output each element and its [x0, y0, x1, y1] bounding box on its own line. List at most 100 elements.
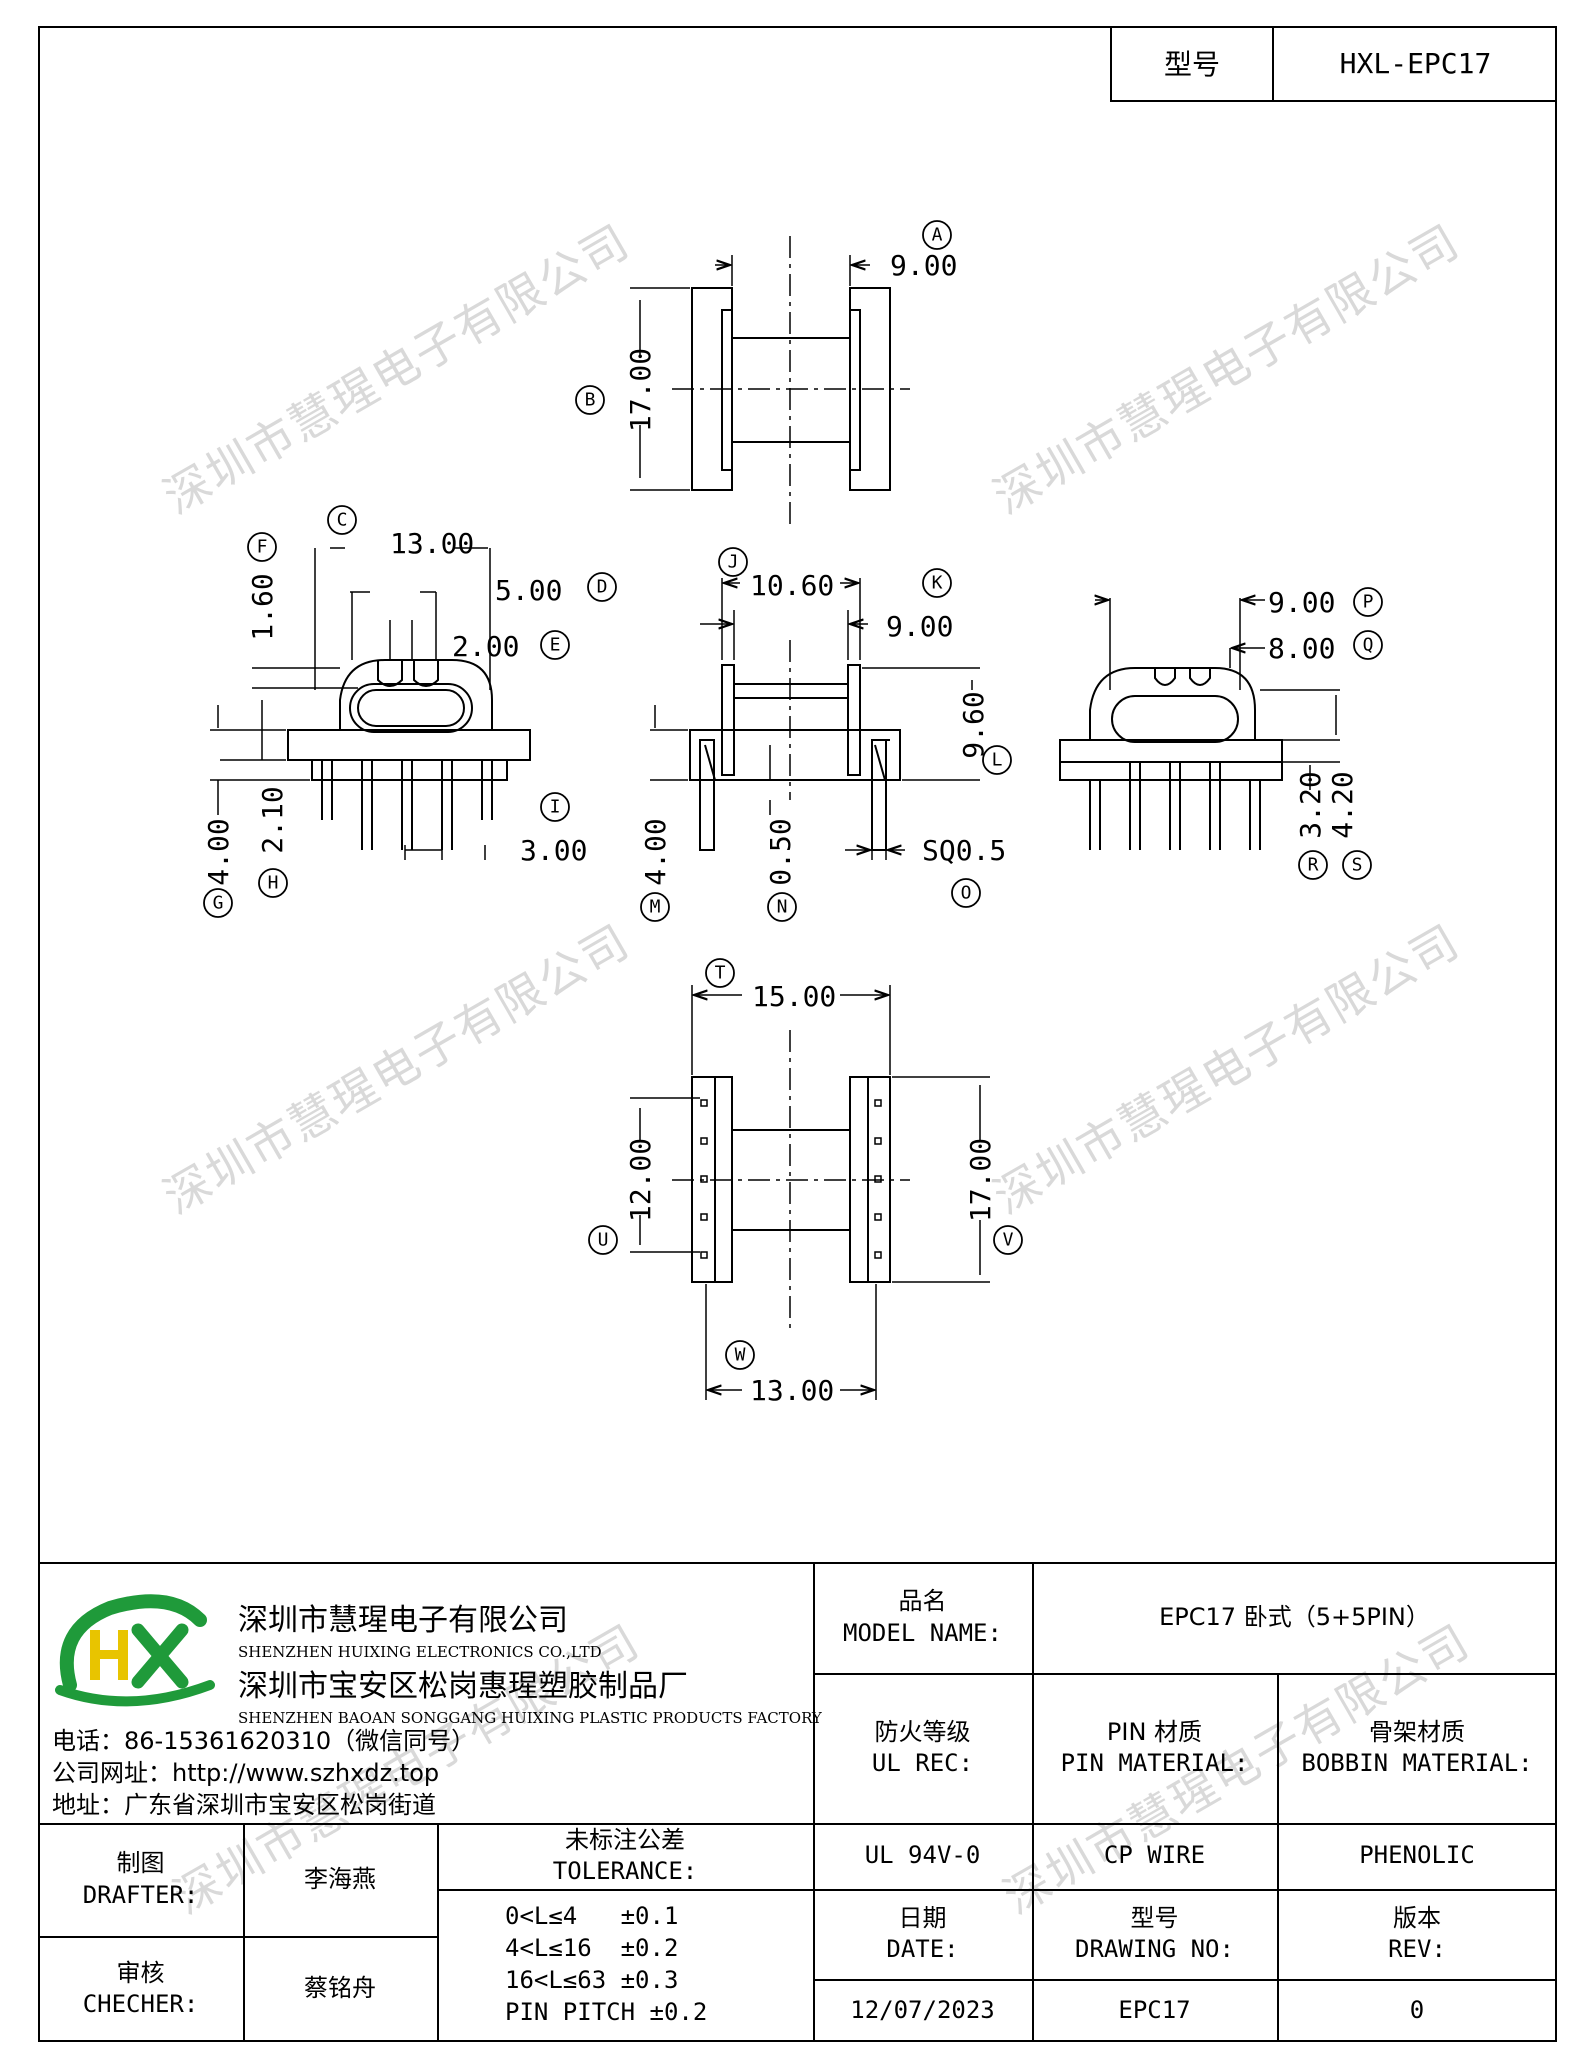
drafter-en: DRAFTER:	[82, 1880, 199, 1909]
bottom-view	[630, 985, 990, 1400]
dim-ref-c: C	[337, 510, 348, 531]
date-label: 日期 DATE:	[813, 1889, 1032, 1979]
bobbin-material-value: PHENOLIC	[1359, 1841, 1475, 1870]
dim-value-n: 0.50	[764, 818, 797, 885]
ul-en: UL REC:	[871, 1749, 974, 1777]
dim-value-f: 1.60	[246, 573, 279, 640]
titleblock-line	[38, 1823, 813, 1825]
titleblock-line	[38, 1936, 437, 1938]
dim-ref-o: O	[961, 883, 972, 904]
date-cn: 日期	[898, 1903, 947, 1932]
dim-ref-a: A	[932, 225, 943, 246]
dim-value-d: 5.00	[495, 574, 562, 607]
checker-en: CHECHER:	[82, 1990, 199, 2018]
dim-value-v: 17.00	[964, 1138, 997, 1222]
checker-value: 蔡铭舟	[304, 1974, 376, 2003]
rev-label: 版本 REV:	[1277, 1889, 1557, 1979]
dim-ref-i: I	[550, 797, 561, 818]
titleblock-line	[437, 1823, 439, 2042]
model-name-cn: 品名	[898, 1587, 947, 1616]
titleblock-line	[1032, 1562, 1034, 2042]
model-name-value: EPC17 卧式（5+5PIN）	[1032, 1562, 1557, 1673]
drawing-no-value: EPC17	[1118, 1995, 1191, 2024]
checker-label: 审核 CHECHER:	[38, 1936, 243, 2042]
pin-material-label: PIN 材质 PIN MATERIAL:	[1032, 1673, 1277, 1823]
model-name-text: EPC17 卧式（5+5PIN）	[1159, 1602, 1430, 1631]
dim-value-i: 3.00	[520, 834, 587, 867]
dim-ref-g: G	[213, 893, 224, 914]
dim-value-a: 9.00	[890, 249, 957, 282]
tolerance-line: 16<L≤63 ±0.3	[505, 1966, 679, 1994]
titleblock-line	[437, 1889, 1557, 1891]
dim-value-s: 4.20	[1326, 771, 1359, 838]
titleblock-line	[243, 1823, 245, 2042]
drafter-value: 李海燕	[304, 1864, 376, 1893]
drawing-frame	[38, 26, 1557, 2042]
titleblock-line	[813, 1979, 1557, 1981]
dim-ref-q: Q	[1363, 635, 1374, 656]
pin-cn: PIN 材质	[1106, 1717, 1203, 1746]
ul-rec-value: UL 94V-0	[864, 1841, 981, 1870]
company-name-1-en: SHENZHEN HUIXING ELECTRONICS CO.,LTD	[238, 1643, 602, 1661]
website-link[interactable]: 公司网址：http://www.szhxdz.top	[52, 1759, 440, 1787]
drawing-no-en: DRAWING NO:	[1075, 1935, 1234, 1963]
dim-ref-d: D	[597, 577, 608, 598]
company-name-2: 深圳市宝安区松岗惠瑆塑胶制品厂	[238, 1669, 688, 1704]
dim-value-e: 2.00	[452, 630, 519, 663]
dim-value-j: 10.60	[750, 569, 834, 602]
tolerance-cn: 未标注公差	[565, 1825, 685, 1854]
rev-en: REV:	[1388, 1935, 1446, 1963]
dim-value-u: 12.00	[624, 1138, 657, 1222]
side-view-middle	[650, 578, 980, 860]
titleblock-top-border	[38, 1562, 1557, 1564]
dim-value-o: SQ0.5	[922, 834, 1006, 867]
titleblock-line	[813, 1673, 1557, 1675]
phone: 电话：86-15361620310（微信同号）	[52, 1727, 476, 1755]
dim-ref-e: E	[550, 635, 561, 656]
dim-ref-m: M	[650, 897, 661, 918]
drawing-no-label: 型号 DRAWING NO:	[1032, 1889, 1277, 1979]
dim-value-q: 8.00	[1268, 632, 1335, 665]
dim-value-w: 13.00	[750, 1374, 834, 1407]
date-en: DATE:	[886, 1935, 959, 1963]
bobbin-cn: 骨架材质	[1369, 1717, 1465, 1746]
dim-ref-p: P	[1363, 592, 1374, 613]
drafter-label: 制图 DRAFTER:	[38, 1823, 243, 1936]
company-logo	[55, 1594, 215, 1707]
tolerance-line: PIN PITCH ±0.2	[505, 1998, 708, 2026]
dim-value-r: 3.20	[1294, 771, 1327, 838]
model-number-box: 型号 HXL-EPC17	[1110, 26, 1557, 102]
bobbin-en: BOBBIN MATERIAL:	[1301, 1749, 1533, 1777]
technical-drawing: A B C D E F G H I J K L M N O P Q R S T …	[202, 220, 1383, 1407]
dim-ref-r: R	[1308, 855, 1319, 876]
dim-ref-s: S	[1352, 855, 1363, 876]
titleblock-line	[813, 1823, 1557, 1825]
dim-value-k: 9.00	[886, 610, 953, 643]
dim-ref-n: N	[777, 897, 788, 918]
titleblock-line	[813, 1562, 815, 2042]
model-value: HXL-EPC17	[1339, 46, 1492, 80]
pin-en: PIN MATERIAL:	[1060, 1749, 1249, 1777]
dim-value-g: 4.00	[202, 818, 235, 885]
address: 地址：广东省深圳市宝安区松岗街道	[52, 1791, 436, 1819]
dim-value-b: 17.00	[624, 348, 657, 432]
tolerance-line: 4<L≤16 ±0.2	[505, 1934, 679, 1962]
ul-cn: 防火等级	[874, 1717, 971, 1746]
rev-value: 0	[1409, 1995, 1425, 2024]
rev-cn: 版本	[1393, 1903, 1441, 1932]
bobbin-material-label: 骨架材质 BOBBIN MATERIAL:	[1277, 1673, 1557, 1823]
dim-value-l: 9.60	[957, 691, 990, 758]
tolerance-list: 0<L≤4 ±0.1 4<L≤16 ±0.2 16<L≤63 ±0.3 PIN …	[505, 1900, 707, 2028]
dim-ref-f: F	[257, 537, 268, 558]
titleblock-line	[1277, 1673, 1279, 2042]
company-name-2-en: SHENZHEN BAOAN SONGGANG HUIXING PLASTIC …	[238, 1709, 822, 1727]
front-view-left	[210, 547, 531, 860]
checker-cn: 审核	[116, 1958, 165, 1987]
dim-ref-t: T	[715, 963, 726, 984]
dim-ref-j: J	[728, 552, 739, 573]
dim-ref-h: H	[268, 873, 279, 894]
model-name-label: 品名 MODEL NAME:	[813, 1562, 1032, 1673]
dim-ref-b: B	[585, 390, 596, 411]
date-value: 12/07/2023	[850, 1995, 995, 2024]
ul-rec-label: 防火等级 UL REC:	[813, 1673, 1032, 1823]
